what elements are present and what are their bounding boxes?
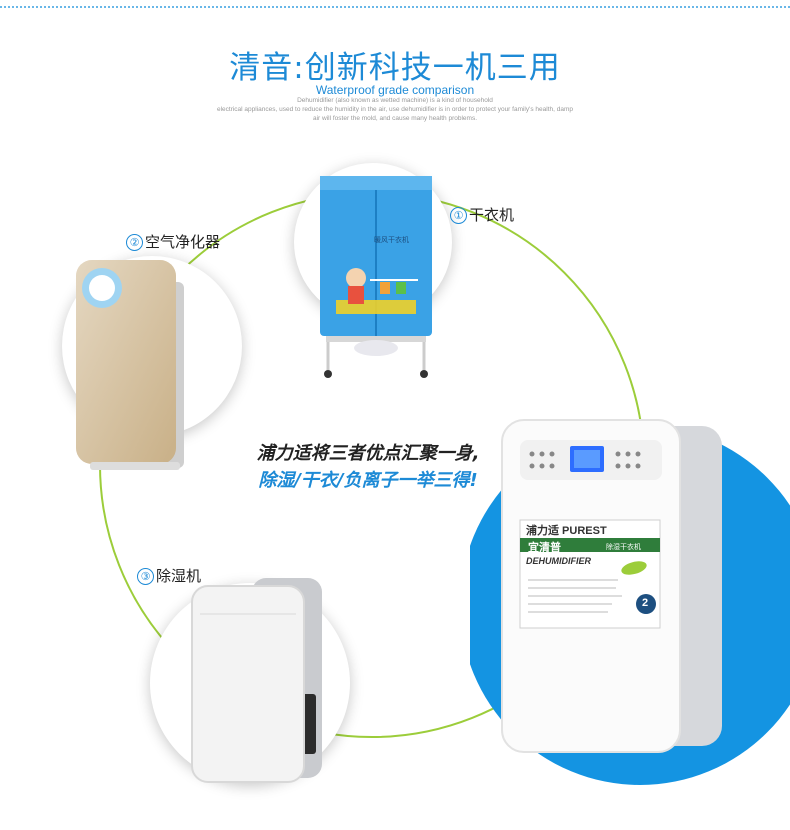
slogan: 浦力适将三者优点汇聚一身, 除湿/干衣/负离子一举三得! — [248, 440, 488, 494]
product-type: DEHUMIDIFIER — [526, 556, 591, 566]
main-dehumidifier-image — [501, 419, 722, 753]
product-badge-number: 2 — [642, 597, 649, 609]
small-dehumidifier-image — [191, 578, 322, 783]
badge-circle — [636, 594, 656, 614]
slogan-line-2: 除湿/干衣/负离子一举三得! — [258, 470, 478, 491]
product-brand: 浦力适 PUREST — [526, 525, 607, 537]
air-purifier-image — [76, 260, 184, 470]
product-tag: 除湿干衣机 — [606, 544, 641, 551]
description-line-2: electrical appliances, used to reduce th… — [216, 106, 574, 113]
function-number-3: ③ — [137, 568, 154, 585]
function-text-dehumidifier: 除湿机 — [156, 567, 202, 585]
function-text-purifier: 空气净化器 — [145, 233, 221, 251]
dehumidifier-front — [192, 586, 304, 782]
page-subtitle: Waterproof grade comparison — [315, 83, 475, 97]
description-line-3: air will foster the mold, and cause many… — [312, 115, 478, 122]
description-line-1: Dehumidifier (also known as wetted machi… — [297, 97, 493, 104]
function-text-dryer: 干衣机 — [469, 206, 515, 224]
description-text: Dehumidifier (also known as wetted machi… — [200, 96, 590, 123]
clothes-dryer-image: 暖风干衣机 — [320, 176, 432, 378]
top-dotted-rule — [0, 6, 790, 8]
page-headline: 清音:创新科技一机三用 — [229, 50, 561, 86]
function-number-1: ① — [450, 207, 467, 224]
function-number-2: ② — [126, 234, 143, 251]
svg-text:暖风干衣机: 暖风干衣机 — [374, 235, 409, 244]
product-model: 宜清普 — [528, 542, 561, 554]
slogan-line-1: 浦力适将三者优点汇聚一身, — [256, 443, 480, 464]
